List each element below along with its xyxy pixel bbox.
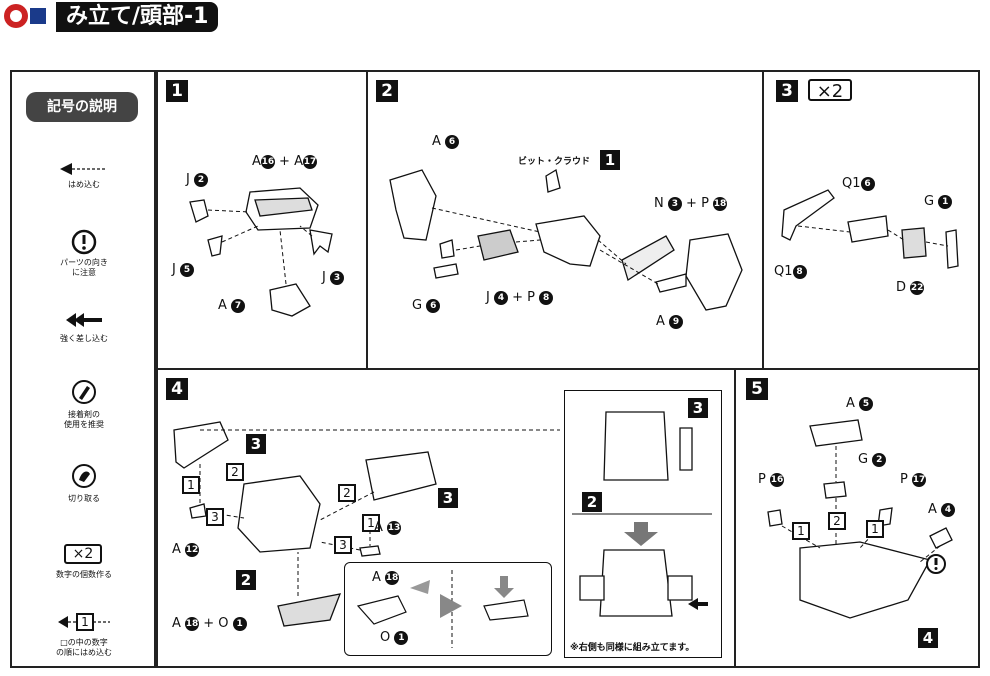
step-2-parts-drawing (389, 168, 743, 311)
legend-insert-text: はめ込む (68, 180, 100, 189)
legend-title: 記号の説明 (26, 92, 138, 122)
step-3-parts-drawing (781, 189, 959, 269)
legend-order-text-1: □の中の数字 (60, 638, 108, 647)
step-1-number: 1 (166, 80, 188, 102)
site-logo (2, 2, 48, 30)
order-number-box: 1 (76, 613, 94, 631)
step-3-number: 3 (776, 80, 798, 102)
step-4-ref-3-right: 3 (438, 488, 458, 508)
order-box-3a: 3 (206, 508, 224, 526)
step-5-order-2: 2 (828, 512, 846, 530)
step-5-label-a5: A 5 (846, 396, 874, 411)
step-5-order-1a: 1 (792, 522, 810, 540)
insert-arrow-icon (60, 163, 106, 175)
step-4-right-subpanel (564, 390, 722, 658)
order-box-1b: 1 (362, 514, 380, 532)
step-4-inset-drawing (356, 570, 529, 648)
step-4-label-a12: A 12 (172, 542, 200, 557)
inset-label-o1: O 1 (380, 630, 409, 645)
step-2-label-n3-p18: N 3 + P 18 (654, 196, 728, 211)
step-1-label-a16-17: A16 + A17 (252, 154, 317, 169)
step-4-number: 4 (166, 378, 188, 400)
step-5-order-1b: 1 (866, 520, 884, 538)
legend-cut-text: 切り取る (68, 494, 100, 503)
step-1-parts-drawing (189, 187, 333, 317)
order-box-2a: 2 (226, 463, 244, 481)
order-box-2b: 2 (338, 484, 356, 502)
step-3-label-d22: D 22 (896, 280, 925, 295)
right-side-note: ※右側も同様に組み立てます。 (570, 643, 695, 653)
legend-glue-text-1: 接着剤の (68, 410, 100, 419)
glue-icon (72, 380, 96, 404)
inset-label-a18: A 18 (372, 570, 400, 585)
multiply-icon: ×2 (64, 544, 102, 564)
right-subpanel-ref-3: 3 (688, 398, 708, 418)
step-4-right-drawing (572, 411, 712, 617)
step-2-number: 2 (376, 80, 398, 102)
push-arrow-icon (66, 313, 102, 327)
order-box-1a: 1 (182, 476, 200, 494)
step-4-ref-3-top: 3 (246, 434, 266, 454)
legend-push-text: 強く差し込む (60, 334, 108, 343)
step-2-label-a6: A 6 (432, 134, 460, 149)
page-title: み立て/頭部-1 (56, 2, 219, 32)
legend-glue-text-2: 使用を推奨 (64, 420, 104, 429)
legend-caution-text-1: パーツの向き (60, 258, 108, 267)
step-4-label-a13: A 13 (374, 520, 402, 535)
step-5-parts-drawing (767, 419, 953, 619)
step-2-label-j4-p8: J 4 + P 8 (486, 290, 554, 305)
step-5-number: 5 (746, 378, 768, 400)
order-box-3b: 3 (334, 536, 352, 554)
legend-caution-text-2: に注意 (72, 268, 96, 277)
step-5-label-a4: A 4 (928, 502, 956, 517)
right-subpanel-ref-2: 2 (582, 492, 602, 512)
step-1-label-j5: J 5 (172, 262, 194, 277)
step-5-ref-4: 4 (918, 628, 938, 648)
step-4-inset (344, 562, 552, 656)
step-3-multiplier: ×2 (808, 79, 852, 102)
step-4-ref-2: 2 (236, 570, 256, 590)
bit-cloud-label: ビット・クラウド (518, 157, 591, 167)
legend-multiply-text: 数字の個数作る (56, 570, 112, 579)
step-5-label-p17: P 17 (900, 472, 926, 487)
step-4-parts-drawing (173, 421, 560, 627)
step-1-label-j2: J 2 (186, 172, 208, 187)
step-3-label-g1: G 1 (924, 194, 953, 209)
step-5-label-g2: G 2 (858, 452, 887, 467)
legend-order-text-2: の順にはめ込む (56, 648, 112, 657)
legend-panel (10, 70, 156, 668)
step-4-label-a18-o1: A 18 + O 1 (172, 616, 247, 631)
step-2-ref-1: 1 (600, 150, 620, 170)
step-5-panel (734, 368, 980, 668)
page-header: み立て/頭部-1 (0, 0, 990, 40)
cut-icon (72, 464, 96, 488)
step-2-label-g6: G 6 (412, 298, 441, 313)
step-1-label-a7: A 7 (218, 298, 246, 313)
step-5-label-p16: P 16 (758, 472, 784, 487)
exclamation-icon (71, 229, 97, 255)
step-1-label-j3: J 3 (322, 270, 344, 285)
step-2-label-a9: A 9 (656, 314, 684, 329)
